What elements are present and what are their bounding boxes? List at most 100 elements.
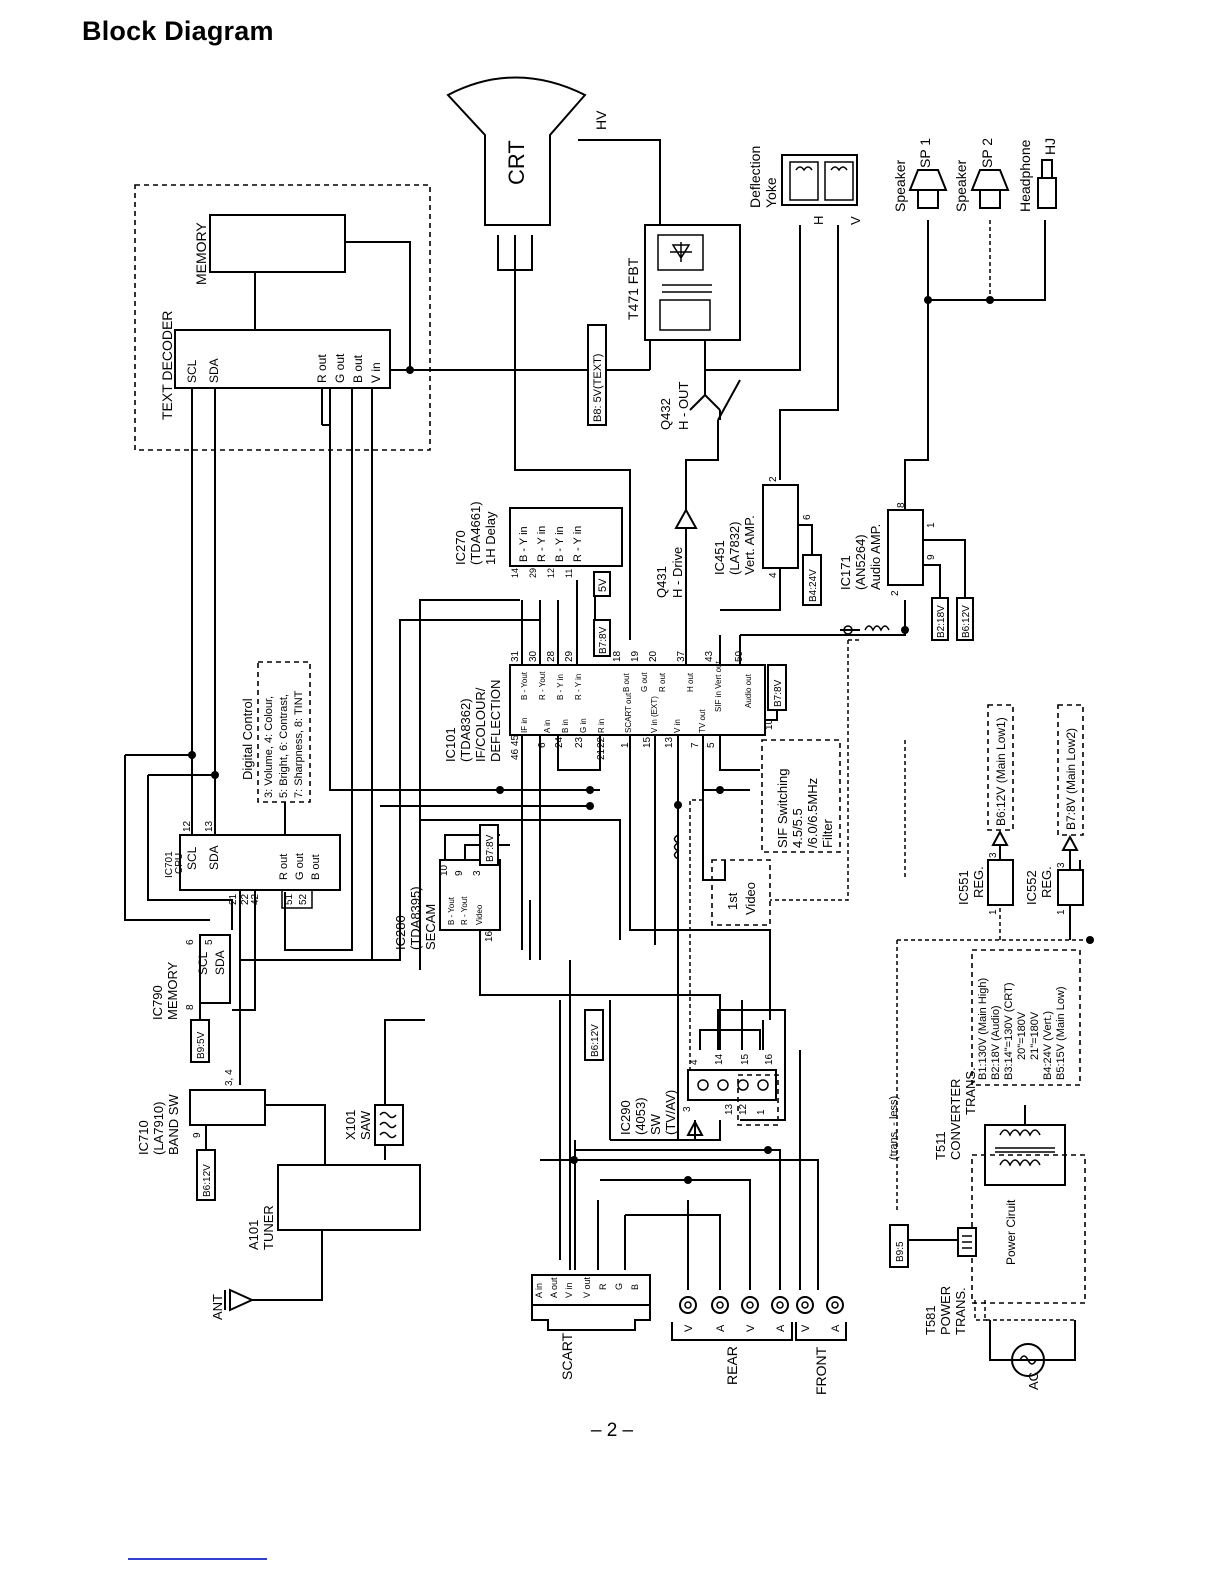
front-jacks: V A FRONT (795, 1296, 847, 1395)
ic171-pin2: 2 (890, 590, 901, 596)
ic701-scl: SCL (185, 846, 199, 870)
ic551-reg: IC551 REG. 3 1 B6:12V (Main Low1) (956, 704, 1014, 915)
ic280-supply: B7:8V (485, 834, 496, 862)
ic101-tl-0: B - Yout (520, 671, 529, 700)
ic710-pin34: 3, 4 (224, 1069, 235, 1086)
front-label: FRONT (813, 1346, 829, 1395)
ic101-tl-2: B - Y in (556, 674, 565, 700)
hv-label: HV (593, 110, 609, 130)
ic701-pin13: 13 (204, 820, 215, 832)
ic101-desc: IF/COLOUR/ (473, 687, 488, 762)
ic701-rout: R out (278, 854, 290, 880)
ic290-pin16: 16 (764, 1053, 775, 1065)
ic790-scl: SCL (196, 951, 210, 975)
ic290-name: IC290 (618, 1100, 633, 1135)
ic101-top-pins: 31 30 28 29 18 19 20 37 43 50 (510, 650, 745, 662)
scart-label: SCART (559, 1332, 575, 1380)
fbt-label: T471 FBT (625, 257, 641, 320)
ic101-tl-6: R out (658, 672, 667, 692)
ic101-bl-4: R in (597, 719, 606, 733)
first-video: 1st Video (711, 859, 771, 926)
ic551-pin3: 3 (988, 852, 999, 858)
ic280-name: IC280 (393, 915, 408, 950)
rear-label: REAR (724, 1346, 740, 1385)
ic790-pin6: 6 (185, 939, 196, 945)
dc-line1: 3: Volume, 4: Colour, (263, 696, 275, 798)
yoke-title: Deflection (747, 146, 763, 208)
td-pin-vin: V in (369, 362, 383, 383)
sif-line3: /6.0/6.5MHz (805, 778, 820, 848)
ic101-bl-3: G in (579, 718, 588, 733)
ic710-band-sw: IC710 (LA7910) BAND SW 3, 4 9 B6:12V (136, 1069, 266, 1201)
ic790-pin5: 5 (204, 939, 215, 945)
supply-line4: 20"=180V (1016, 1011, 1028, 1060)
ic270-pinnum-a: 14 (510, 568, 520, 578)
supply-line6: B4:24V (Vert.) (1042, 1011, 1054, 1080)
scart-pin-aout: A out (549, 1277, 559, 1298)
ic290-pin4: 4 (689, 1059, 700, 1065)
t581-desc2: TRANS. (953, 1287, 968, 1335)
yoke-v: V (848, 216, 863, 225)
page-number: – 2 – (590, 1420, 634, 1441)
ic280-secam: IC280 (TDA8395) SECAM B - Yout R - Yout … (393, 824, 501, 950)
ic290-pin15: 15 (740, 1053, 751, 1065)
yoke-h: H (811, 216, 826, 225)
ic101-block: IC101 (TDA8362) IF/COLOUR/ DEFLECTION 31… (443, 650, 787, 762)
ic270-pin-c: B - Y in (554, 526, 566, 562)
ic552-pin3: 3 (1056, 862, 1067, 868)
ic451-part: (LA7832) (727, 522, 742, 575)
video-line2: Video (743, 882, 758, 915)
ic701-pin52: 52 (298, 893, 309, 905)
ic171-desc: Audio AMP. (868, 524, 883, 590)
footer-link-underline[interactable] (128, 1558, 267, 1560)
ic280-lbl-video: Video (475, 904, 484, 925)
ic710-supply: B6:12V (202, 1164, 213, 1197)
ic280-lbl-byout: B - Yout (447, 896, 456, 925)
ic790-desc: MEMORY (165, 961, 180, 1020)
rear-jack-a2: A (775, 1324, 787, 1332)
ic290-part: (4053) (633, 1097, 648, 1135)
b8-label: B8: 5V(TEXT) (592, 354, 604, 422)
ic280-pin3: 3 (472, 870, 483, 876)
ic451-supply: B4:24V (808, 569, 819, 602)
ic101-bp-8: 13 (664, 736, 675, 748)
ic551-desc: REG. (971, 866, 986, 898)
ic290-switch: IC290 (4053) SW (TV/AV) 4 14 15 16 3 13 … (584, 1009, 779, 1136)
ant-label: ANT (210, 1294, 225, 1320)
junction-dots (188, 296, 1094, 1184)
ic701-bout: B out (310, 854, 322, 880)
scart-pin-vout: V out (582, 1276, 592, 1298)
ic710-part: (LA7910) (151, 1102, 166, 1155)
crt-label: CRT (504, 140, 529, 185)
ic551-out: B6:12V (Main Low1) (994, 717, 1008, 826)
ic171-name: IC171 (838, 555, 853, 590)
rear-jack-v1: V (683, 1324, 695, 1332)
ic790-pin8: 8 (185, 1004, 196, 1010)
ic171-pin9: 9 (926, 554, 937, 560)
ic101-tp-0: 31 (510, 650, 521, 662)
ic710-name: IC710 (136, 1120, 151, 1155)
scart-pin-r: R (598, 1283, 608, 1290)
t581-name: T581 (923, 1305, 938, 1335)
ic101-bl-8: TV out (698, 709, 707, 733)
front-jack-v: V (800, 1324, 812, 1332)
ic101-tp-1: 30 (528, 650, 539, 662)
scart-connector: A in A out V in V out R G B SCART (531, 1274, 651, 1380)
sif-filter: SIF Switching 4.5/5.5 /6.0/6.5MHz Filter (761, 739, 841, 853)
supply-list: B1:130V (Main High) B2:18V (Audio) B3:14… (971, 949, 1081, 1086)
ic101-bottom-pins: 46 45 6 24 23 22 21 1 15 13 7 5 10 (510, 718, 775, 760)
ic270-pinnum-d: 11 (564, 569, 574, 578)
ic270-supply: 5V (597, 578, 609, 592)
ic552-name: IC552 (1024, 870, 1039, 905)
sif-line1: SIF Switching (775, 769, 790, 848)
ic790-sda: SDA (213, 950, 227, 975)
ic101-bp-0: 46 45 (510, 735, 521, 760)
video-line1: 1st (725, 892, 740, 910)
ic101-tl-9: Audio out (744, 673, 753, 708)
ic280-part: (TDA8395) (408, 886, 423, 950)
ic101-tp-2: 28 (546, 650, 557, 662)
ic101-tl-5: G out (640, 672, 649, 692)
headphone-label: Headphone (1017, 139, 1033, 212)
fbt-block: T471 FBT (625, 224, 741, 341)
td-pin-gout: G out (333, 353, 347, 383)
